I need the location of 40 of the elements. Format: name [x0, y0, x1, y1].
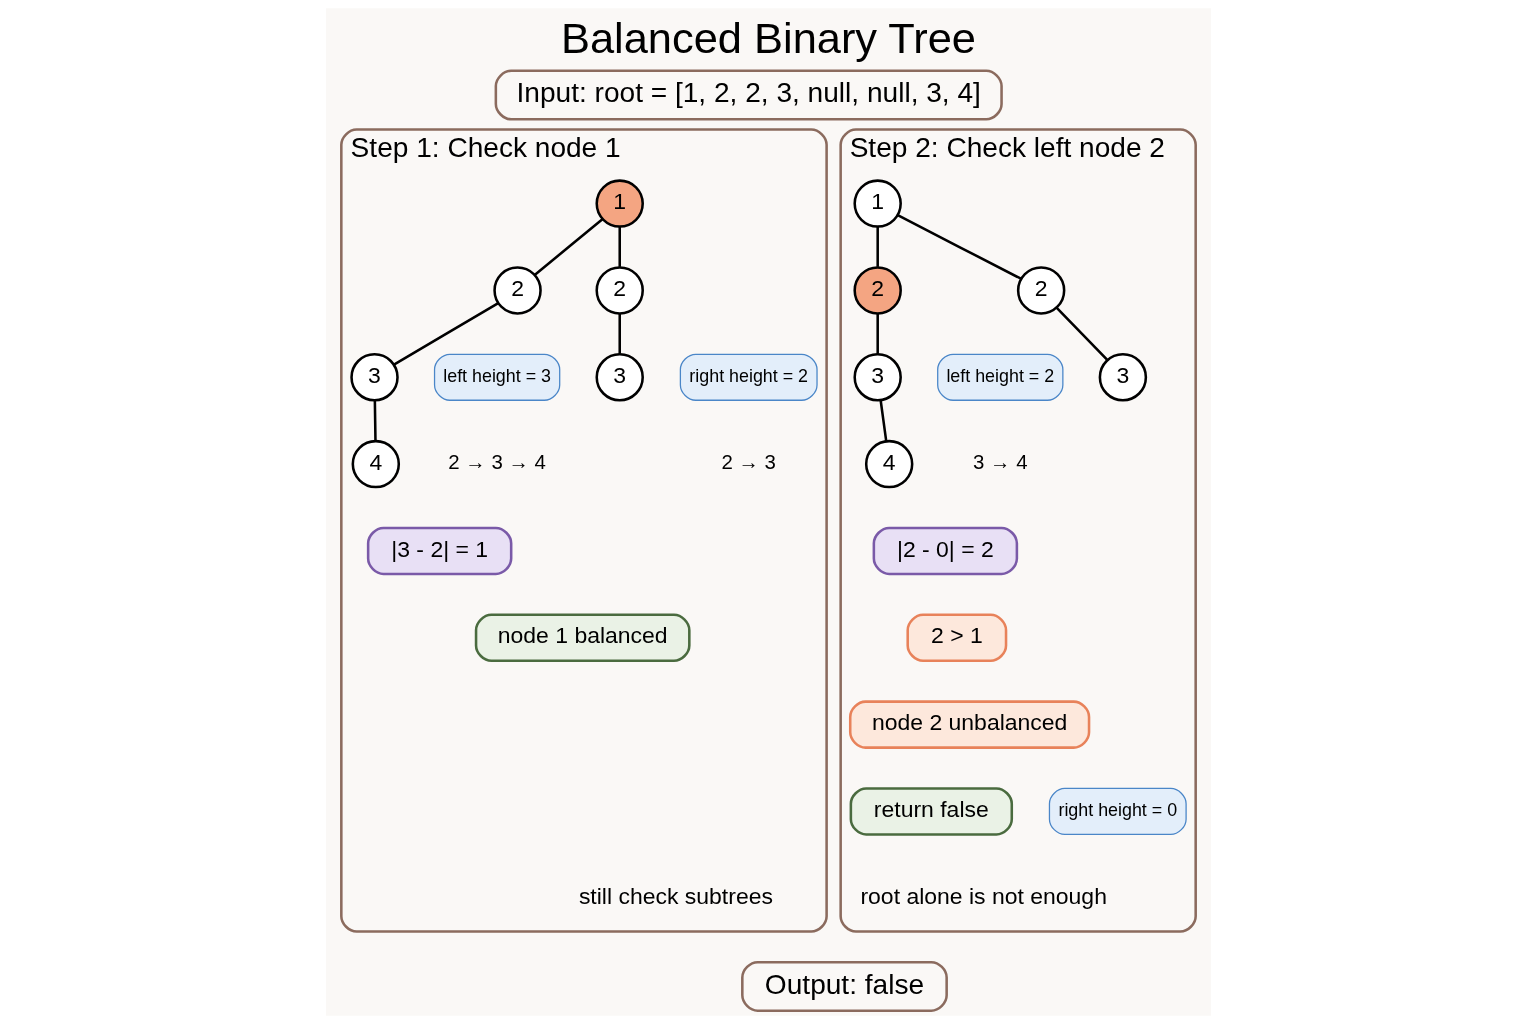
connector — [392, 301, 499, 366]
connector — [373, 400, 377, 441]
label: root alone is not enough — [859, 882, 1107, 909]
connector — [617, 227, 621, 267]
node-circle: 2 — [492, 266, 542, 315]
node-circle: 4 — [351, 439, 400, 489]
node-circle: 3 — [594, 353, 644, 402]
connector — [617, 313, 621, 354]
connector — [533, 218, 603, 276]
connector — [875, 313, 879, 354]
node-circle: 1 — [852, 179, 902, 228]
node-circle: 1 — [594, 179, 644, 228]
node-label: 3 → 4 — [972, 450, 1028, 473]
connector — [1055, 306, 1108, 361]
node-box: left height = 2 — [936, 353, 1063, 401]
node-circle: 4 — [864, 439, 913, 489]
label: still check subtrees — [578, 882, 773, 909]
node-circle: 2 — [594, 266, 644, 315]
node-circle: 3 — [852, 353, 902, 402]
diagram-title: Balanced Binary Tree — [560, 14, 976, 63]
node-box: right height = 2 — [679, 353, 818, 401]
node-label: 2 → 3 — [720, 450, 776, 473]
node-box: Input: root = [1, 2, 2, 3, null, null, 3, 4] — [494, 69, 1003, 121]
node-circle: 2 — [852, 266, 902, 315]
node-box: 2 > 1 — [905, 613, 1007, 663]
node-box: node 2 unbalanced — [848, 700, 1090, 749]
node-box: right height = 0 — [1048, 787, 1187, 836]
node-circle: 3 — [349, 353, 399, 402]
node-box: |2 - 0| = 2 — [872, 526, 1018, 576]
connector — [875, 227, 879, 267]
connector — [878, 400, 887, 442]
node-box: left height = 3 — [433, 353, 560, 401]
node-box: Output: false — [740, 960, 948, 1012]
node-box: node 1 balanced — [474, 613, 691, 663]
node-circle: 2 — [1016, 266, 1065, 315]
node-label: 2 → 3 → 4 — [447, 450, 546, 473]
node-circle: 3 — [1098, 353, 1147, 402]
connector — [896, 214, 1022, 280]
node-box: return false — [849, 787, 1013, 836]
node-box: |3 - 2| = 1 — [366, 526, 512, 576]
